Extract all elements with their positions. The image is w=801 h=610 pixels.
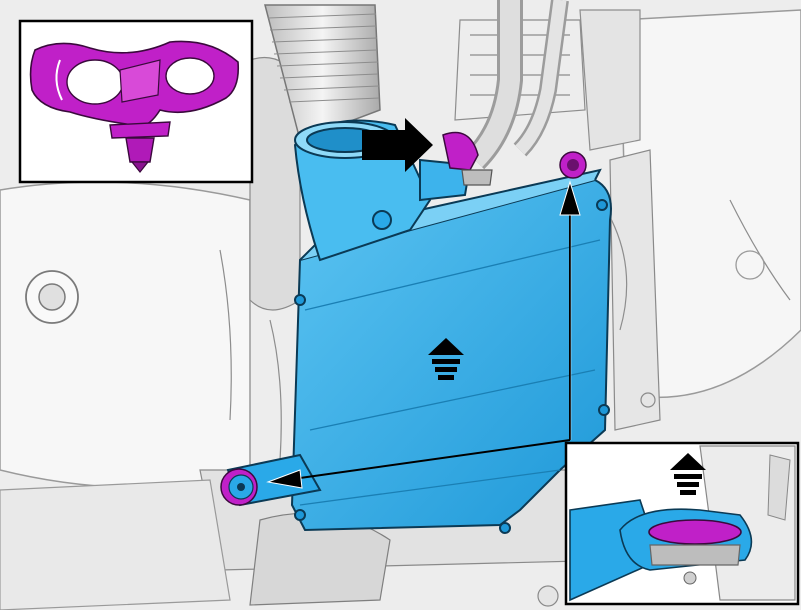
- lift-arrow-symbol: [428, 338, 464, 380]
- leader-lines: [266, 180, 581, 489]
- pointer-arrow: [362, 118, 433, 172]
- detail-inset-mount: [564, 441, 800, 606]
- intake-hose: [264, 4, 381, 141]
- detail-inset-bracket: [18, 19, 254, 184]
- grommet-top: [442, 131, 493, 186]
- coolant-pipes: [465, 0, 569, 170]
- grommet-front-left: [220, 468, 258, 506]
- grommet-rear-right: [559, 151, 587, 179]
